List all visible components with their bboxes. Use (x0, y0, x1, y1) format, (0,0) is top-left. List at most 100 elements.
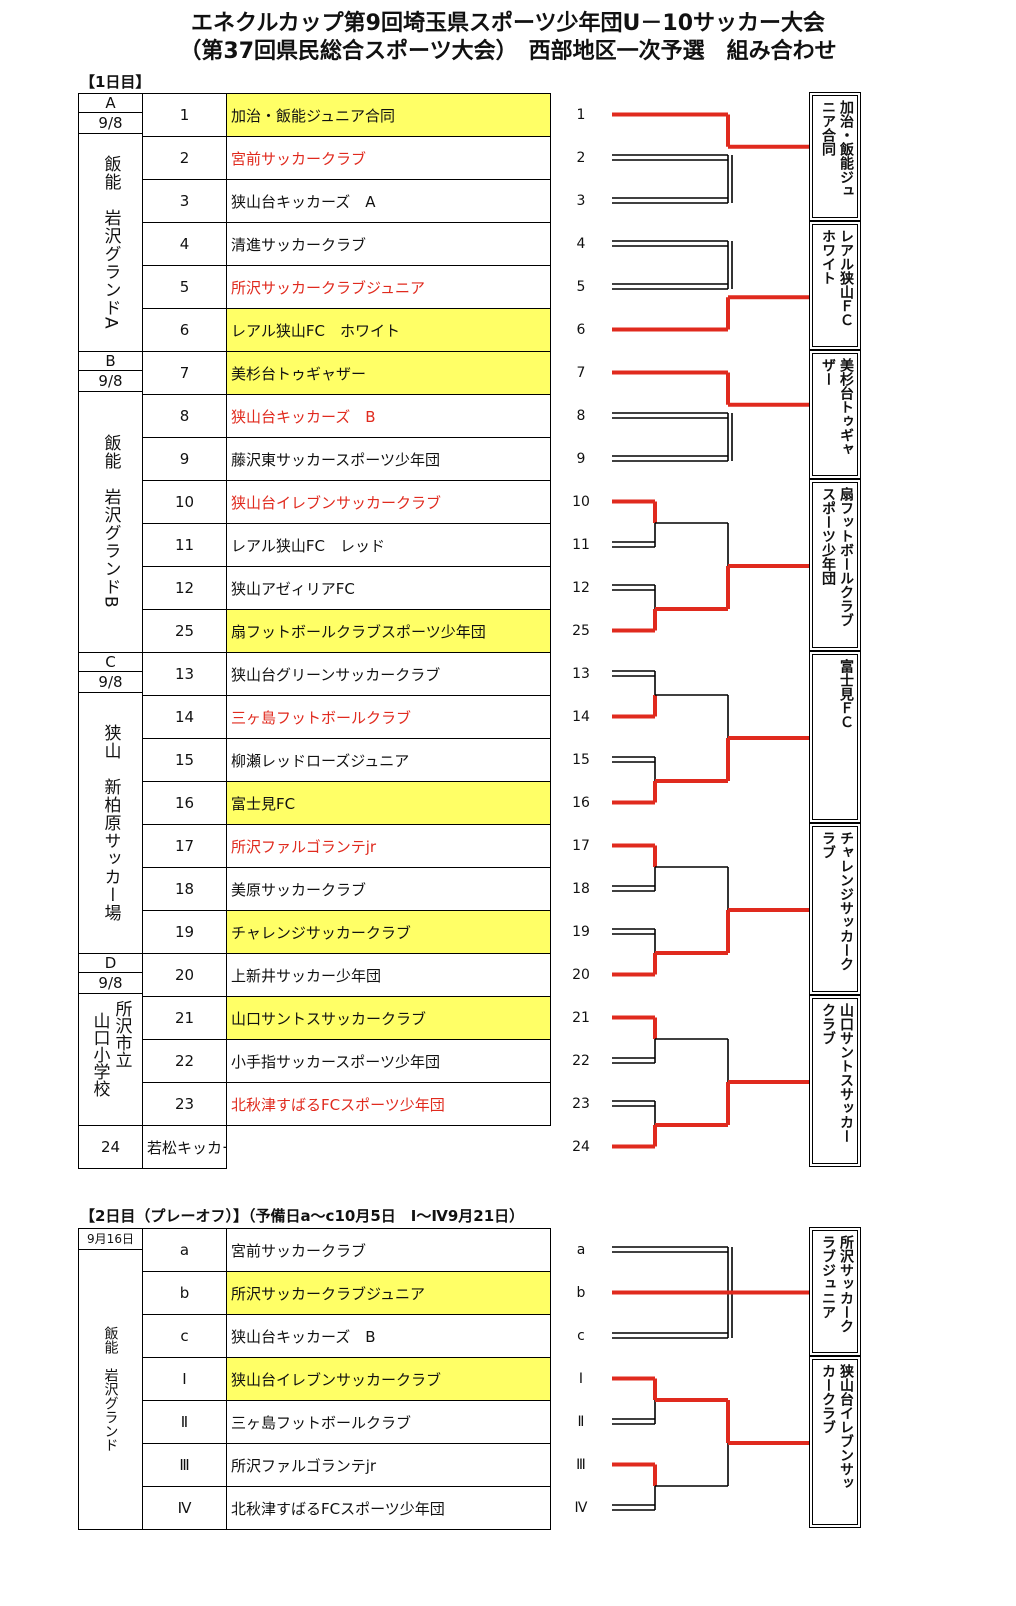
group-letter: D (79, 955, 142, 973)
winner-name-col2: ラブ (820, 831, 836, 859)
winner-name-col2: ラブジュニア (820, 1235, 836, 1319)
day2-date: 9月16日 (79, 1230, 142, 1250)
winner-name-col1: 美杉台トゥギャ (838, 358, 854, 456)
bracket-number: Ⅰ (578, 1370, 584, 1387)
team-cell: 小手指サッカースポーツ少年団 (226, 1039, 551, 1083)
bracket-number: 21 (572, 1009, 590, 1026)
team-number: 24 (78, 1125, 143, 1169)
team-cell: 狭山アゼィリアFC (226, 566, 551, 610)
group-letter: C (79, 654, 142, 672)
bracket-number: 14 (572, 708, 590, 725)
group-letter: A (79, 95, 142, 113)
team-cell: 山口サントスサッカークラブ (226, 996, 551, 1040)
team-cell: 狭山台グリーンサッカークラブ (226, 652, 551, 696)
winner-name-col1: 加治・飯能ジュ (838, 100, 854, 198)
team-cell: 所沢ファルゴランテjr (226, 1443, 551, 1487)
team-cell: 加治・飯能ジュニア合同 (226, 93, 551, 137)
winner-name-col2: スポーツ少年団 (820, 487, 836, 585)
bracket-number: 18 (572, 880, 590, 897)
team-name: 狭山台キッカーズ B (231, 407, 376, 426)
bracket-number: 1 (576, 106, 586, 123)
team-number: 21 (142, 996, 227, 1040)
team-name: 狭山台イレブンサッカークラブ (231, 493, 442, 512)
team-cell: 狭山台イレブンサッカークラブ (226, 480, 551, 524)
team-cell: 所沢サッカークラブジュニア (226, 265, 551, 309)
team-cell: 藤沢東サッカースポーツ少年団 (226, 437, 551, 481)
team-name: 所沢ファルゴランテjr (231, 1456, 377, 1475)
team-name: レアル狭山FC ホワイト (231, 321, 400, 340)
group-date: 9/8 (79, 371, 142, 392)
bracket-number: 7 (576, 364, 586, 381)
group-date: 9/8 (79, 973, 142, 994)
team-cell: 美原サッカークラブ (226, 867, 551, 911)
day1-label: 【1日目】 (80, 73, 151, 91)
winner-name-col2: ザー (820, 358, 836, 386)
team-name: 三ヶ島フットボールクラブ (231, 708, 412, 727)
winner-name-col2: ニア合同 (820, 100, 836, 156)
team-cell: 若松キッカーズスポーツ少年団 (142, 1125, 227, 1169)
winner-name-col1: 狭山台イレブンサッ (838, 1364, 854, 1490)
bracket-number: 5 (576, 278, 586, 295)
team-name: 山口サントスサッカークラブ (231, 1009, 427, 1028)
bracket-number: 6 (576, 321, 586, 338)
winner-name-col2: ホワイト (820, 229, 836, 285)
team-name: 北秋津すばるFCスポーツ少年団 (231, 1095, 445, 1114)
winner-box: 山口サントスサッカークラブ (809, 995, 861, 1167)
bracket-number: 15 (572, 751, 590, 768)
team-name: 小手指サッカースポーツ少年団 (231, 1052, 440, 1071)
team-name: 北秋津すばるFCスポーツ少年団 (231, 1499, 445, 1518)
team-cell: 所沢ファルゴランテjr (226, 824, 551, 868)
team-name: 所沢サッカークラブジュニア (231, 1284, 425, 1303)
table-row: 24若松キッカーズスポーツ少年団 (78, 1125, 551, 1169)
team-name: 扇フットボールクラブスポーツ少年団 (231, 622, 486, 641)
title-line-1: エネクルカップ第9回埼玉県スポーツ少年団U－10サッカー大会 (190, 11, 826, 36)
group-date: 9/8 (79, 672, 142, 693)
team-cell: 三ヶ島フットボールクラブ (226, 695, 551, 739)
bracket-number: 24 (572, 1138, 590, 1155)
team-cell: 上新井サッカー少年団 (226, 953, 551, 997)
bracket-number: Ⅲ (576, 1456, 586, 1473)
group-venue: 所沢市立山口小学校 (89, 1000, 132, 1097)
winner-name-col1: チャレンジサッカーク (838, 831, 854, 971)
team-cell: 狭山台イレブンサッカークラブ (226, 1357, 551, 1401)
team-number: Ⅳ (142, 1486, 227, 1530)
bracket-number: 20 (572, 966, 590, 983)
team-name: 狭山台イレブンサッカークラブ (231, 1370, 442, 1389)
group-venue: 狭山 新柏原サッカー場 (100, 723, 121, 922)
team-number: 1 (142, 93, 227, 137)
group-date: 9/8 (79, 113, 142, 134)
group-letter: B (79, 353, 142, 371)
team-cell: レアル狭山FC レッド (226, 523, 551, 567)
team-cell: 狭山台キッカーズ B (226, 1314, 551, 1358)
bracket-number: 16 (572, 794, 590, 811)
team-name: 美杉台トゥギャザー (231, 364, 367, 383)
team-name: 狭山台グリーンサッカークラブ (231, 665, 441, 684)
team-number: 11 (142, 523, 227, 567)
team-name: 所沢サッカークラブジュニア (231, 278, 425, 297)
bracket-number: Ⅱ (577, 1413, 585, 1430)
bracket-number: 4 (576, 235, 586, 252)
bracket-number: 10 (572, 493, 590, 510)
team-number: a (142, 1228, 227, 1272)
team-number: 6 (142, 308, 227, 352)
bracket-number: b (576, 1284, 586, 1301)
team-number: 5 (142, 265, 227, 309)
bracket-number: 12 (572, 579, 590, 596)
